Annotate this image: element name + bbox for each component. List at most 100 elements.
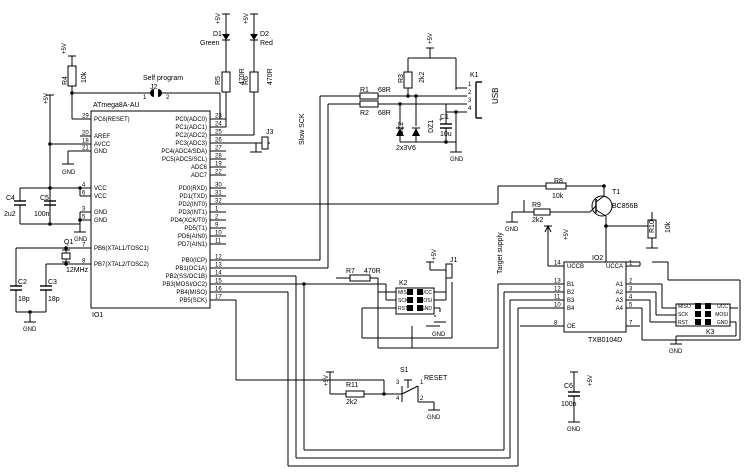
gnd-label: GND	[432, 332, 446, 338]
ic1-pin-number: 17	[215, 295, 222, 301]
isp-pin-label: MOSI	[715, 312, 728, 318]
s1-pin-4: 4	[396, 396, 400, 402]
d1-color: Green	[200, 40, 220, 47]
c4-value: 2u2	[4, 211, 16, 218]
ic1-name: ATmega8A-AU	[93, 102, 140, 109]
ic1-pin-label: PC6(RESET)	[94, 117, 130, 123]
ic1-pin-label: PD1(TXD)	[179, 194, 207, 200]
j2-jumper: Self program J2 1 2	[140, 75, 221, 120]
r10-ref: R10	[649, 220, 656, 233]
r9-value: 2k2	[532, 217, 543, 224]
r7-value: 470R	[364, 268, 381, 275]
ic2-pin-number: 12	[554, 287, 561, 293]
d2-color: Red	[260, 40, 273, 47]
ic1-pin-label: PD5(T1)	[184, 226, 207, 232]
usb-section: +5V R3 2k2 K1 USB 1 2 3 4 R1 68R R2 68R	[210, 33, 500, 269]
ic1-pin-label: PD6(AIN0)	[178, 234, 207, 240]
ic1-pin-number: 27	[215, 146, 222, 152]
v5-label: +5V	[324, 375, 330, 386]
ic1-pin-number: 19	[215, 162, 222, 168]
isp-pin-label: GND	[717, 320, 729, 326]
target-supply-label: Target supply	[497, 232, 504, 274]
ic1-pin-number: 30	[215, 183, 222, 189]
ic2-pin-number: 13	[554, 279, 561, 285]
s1-pin-1: 1	[420, 380, 424, 386]
ic1-pin-label: PB2(SS/OC1B)	[166, 274, 207, 280]
k1-pin-2: 2	[468, 90, 472, 96]
v5-label: +5V	[432, 249, 438, 260]
j3-ref: J3	[266, 129, 274, 136]
ic1-pin-label: PB6(XTAL1/TOSC1)	[94, 246, 149, 252]
gnd-label: GND	[427, 415, 441, 421]
ic1-pin-label: VCC	[94, 186, 107, 192]
k1-ref: K1	[470, 72, 479, 79]
ic1-pin-label: PB0(ICP)	[182, 258, 207, 264]
isp-pin-label: MISO	[678, 304, 691, 310]
ic1-pin-label: PB3(MOSI/OC2)	[162, 282, 207, 288]
transistor-section: R8 10k R9 2k2 GND T1 BC856B R10 10k	[505, 178, 672, 262]
ic1-pin-number: 28	[215, 154, 222, 160]
ic1-pin-number: 12	[215, 255, 222, 261]
ic1-pin-number: 10	[215, 231, 222, 237]
v5-label: +5V	[62, 43, 68, 54]
ic1-pin-number: 11	[215, 239, 222, 245]
isp-pin-label: SCK	[398, 298, 409, 304]
ic2-pin-number: 5	[629, 303, 633, 309]
ic2-pin-label: OE	[567, 324, 576, 330]
ic2-pin-number: 10	[554, 303, 561, 309]
ic2-pin-label: UCCB	[567, 264, 584, 270]
v5-label: +5V	[428, 33, 434, 44]
gnd-label: GND	[74, 237, 88, 243]
ic1-pin-label: PB4(MISO)	[176, 290, 207, 296]
r4-ref: R4	[62, 76, 69, 85]
c4-ref: C4	[6, 195, 15, 202]
ic2-pin-number: 3	[629, 287, 633, 293]
q1-value: 12MHz	[66, 267, 89, 274]
ic1-pin-label: PC0(ADC0)	[175, 117, 207, 123]
v5-label: +5V	[588, 375, 594, 386]
r8-value: 10k	[552, 193, 564, 200]
c6-group: +5V C6 100n GND	[561, 371, 594, 433]
c2-value: 18p	[18, 296, 30, 303]
r8-ref: R8	[554, 178, 563, 185]
ic1-pin-label: PB7(XTAL2/TOSC2)	[94, 262, 149, 268]
r2-value: 68R	[378, 110, 391, 117]
ic1-pin-label: PD2(INT0)	[178, 202, 207, 208]
c3-value: 18p	[48, 296, 60, 303]
ic1-pin-number: 3	[82, 207, 86, 213]
r4-value: 10k	[81, 71, 88, 83]
ic1-pin-number: 29	[82, 114, 89, 120]
ic2-pin-label: A3	[616, 298, 624, 304]
c2-ref: C2	[18, 279, 27, 286]
ic1-pin-number: 16	[215, 287, 222, 293]
t1-transistor	[591, 195, 613, 217]
r5-ref: R5	[215, 76, 222, 85]
ic2-pin-label: A1	[616, 282, 624, 288]
ic1-pin-number: 32	[215, 199, 222, 205]
ic1-pin-number: 31	[215, 191, 222, 197]
isp-pin-label: UCC	[717, 304, 728, 310]
usb-label: USB	[491, 88, 500, 104]
c3-ref: C3	[48, 279, 57, 286]
q1-ref: Q1	[64, 239, 73, 246]
gnd-label: GND	[450, 157, 464, 163]
isp-pin-label: RST	[398, 306, 408, 312]
ic2-pin-number: 8	[554, 321, 558, 327]
c1-ref: C1	[440, 114, 449, 121]
ic1-pin-number: 24	[215, 122, 222, 128]
r6-value: 470R	[267, 68, 274, 85]
v5-label: +5V	[244, 13, 250, 24]
t1-value: BC856B	[612, 203, 638, 210]
d2-ref: D2	[260, 31, 269, 38]
c6-ref: C6	[564, 383, 573, 390]
ic1-pin-number: 2	[215, 215, 219, 221]
ic1-pin-label: PD0(RXD)	[179, 186, 207, 192]
c1-plus: +	[439, 118, 443, 124]
reset-section: +5V R11 2k2 S1 RESET 3 4 1 2 GND	[236, 367, 448, 421]
ic2-pin-label: A2	[616, 290, 624, 296]
ic1-pin-label: ADC7	[191, 173, 208, 179]
j2-pin1: 1	[143, 95, 147, 101]
